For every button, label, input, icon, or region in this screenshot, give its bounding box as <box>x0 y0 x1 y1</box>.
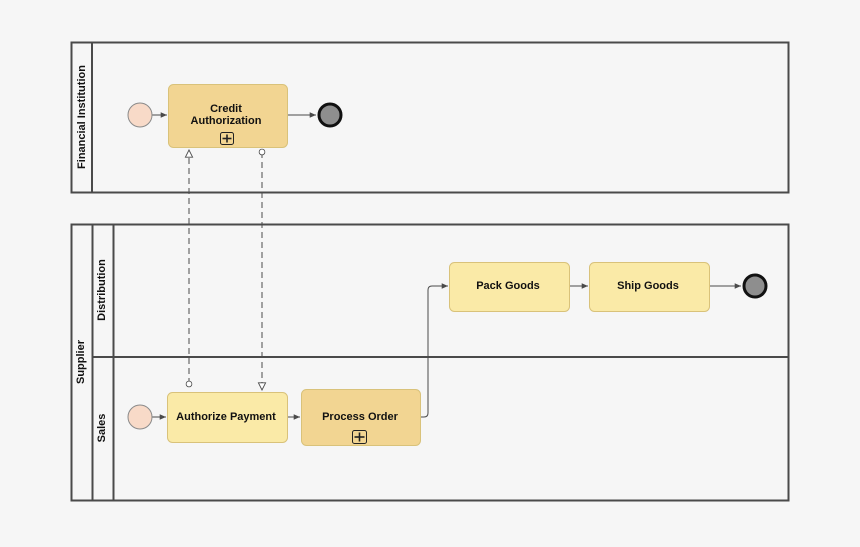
lane-sales: Sales <box>96 414 108 443</box>
task-label-credit-line1: Credit <box>210 103 242 115</box>
svg-text:Credit: Credit <box>210 103 242 115</box>
expand-marker-icon[interactable] <box>352 430 367 444</box>
end-event-distribution[interactable] <box>742 273 768 299</box>
pool-label-supplier: Supplier <box>75 339 87 384</box>
expand-marker-icon[interactable] <box>220 132 234 145</box>
svg-text:Authorization: Authorization <box>191 115 262 127</box>
task-label-credit-line2: Authorization <box>191 115 262 127</box>
start-event-financial[interactable] <box>127 102 153 128</box>
end-event-financial[interactable] <box>317 102 343 128</box>
lane-distribution: Distribution <box>96 259 108 321</box>
lane-label-sales: Sales <box>96 414 108 443</box>
start-event-sales[interactable] <box>127 404 153 430</box>
pool-supplier: Supplier <box>70 223 790 502</box>
task-label-ship-goods: Ship Goods <box>617 280 679 292</box>
sequence-flow <box>421 283 448 418</box>
subprocess-process-order[interactable]: Process Order <box>301 389 421 446</box>
pool-label-financial-institution: Financial Institution <box>76 65 88 169</box>
subprocess-credit-authorization[interactable]: Credit Authorization <box>168 84 288 148</box>
task-pack-goods[interactable]: Pack Goods <box>449 262 570 312</box>
task-label-process-order: Process Order <box>322 411 399 423</box>
lane-label-distribution: Distribution <box>96 259 108 321</box>
task-label-pack-goods: Pack Goods <box>476 280 540 292</box>
task-authorize-payment[interactable]: Authorize Payment <box>167 392 288 443</box>
task-ship-goods[interactable]: Ship Goods <box>589 262 710 312</box>
pool-financial-institution: Financial Institution <box>70 41 790 194</box>
task-label-authorize-payment: Authorize Payment <box>176 411 276 423</box>
